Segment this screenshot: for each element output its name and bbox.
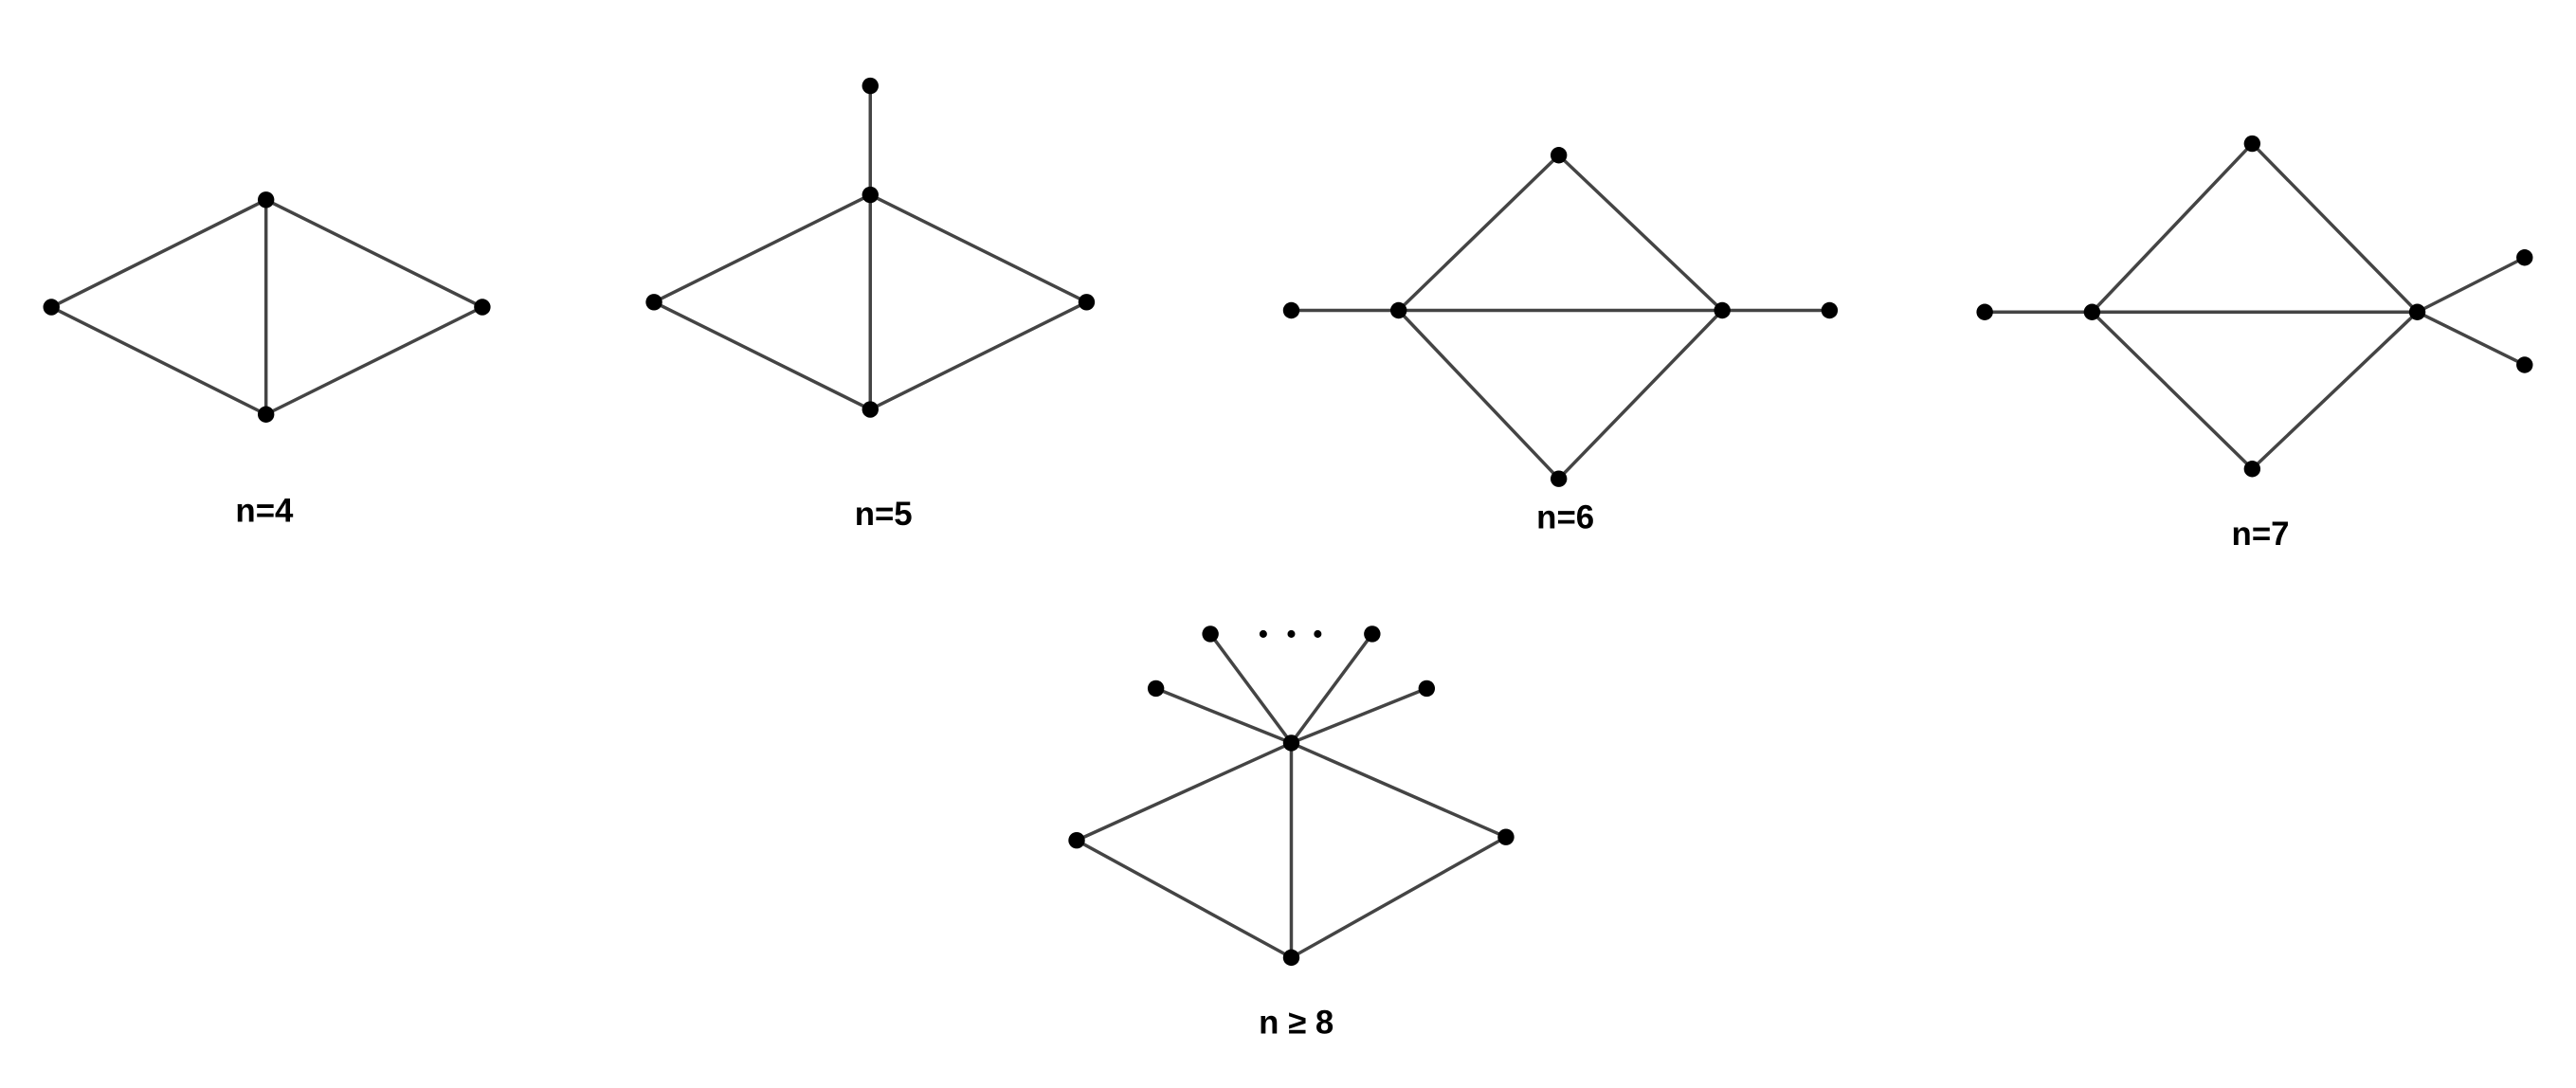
vertex-n8-plus — [1068, 831, 1085, 849]
vertex-n7 — [2243, 135, 2261, 153]
ellipsis-dot — [1314, 629, 1322, 638]
vertex-n8-plus — [1147, 680, 1165, 698]
label-n7: n=7 — [2232, 516, 2290, 553]
edge-n8-plus — [1290, 632, 1374, 744]
edges-layer — [50, 85, 2526, 959]
edge-n4 — [264, 305, 483, 416]
vertex-n6 — [1714, 301, 1731, 319]
edge-n4 — [264, 198, 483, 309]
edge-n8-plus — [1290, 835, 1507, 959]
edge-n8-plus — [1154, 686, 1293, 745]
label-n6: n=6 — [1536, 499, 1594, 535]
vertex-n4 — [474, 299, 491, 316]
edge-n4 — [50, 198, 267, 309]
ellipsis-dot — [1259, 629, 1267, 638]
vertex-n4 — [257, 191, 275, 209]
vertex-n6 — [1550, 470, 1568, 487]
label-n4: n=4 — [235, 492, 294, 529]
vertex-n7 — [2516, 356, 2533, 373]
edge-n7 — [2416, 310, 2526, 367]
vertex-n6 — [1821, 301, 1839, 319]
vertex-n6 — [1390, 301, 1407, 319]
edge-n8-plus — [1290, 686, 1427, 745]
vertex-n7 — [2408, 303, 2426, 320]
edge-n8-plus — [1208, 632, 1293, 744]
vertex-n8-plus — [1418, 680, 1436, 698]
edge-n5 — [869, 192, 1088, 304]
nodes-layer — [43, 77, 2533, 967]
vertex-n8-plus — [1202, 626, 1219, 643]
vertex-n7 — [2516, 249, 2533, 266]
vertex-n5 — [862, 77, 879, 95]
edge-n7 — [2091, 310, 2254, 470]
vertex-n4 — [257, 406, 275, 423]
vertex-n8-plus — [1282, 734, 1300, 752]
vertex-n5 — [862, 186, 879, 204]
vertex-n8-plus — [1282, 949, 1300, 967]
edge-n7 — [2251, 310, 2419, 471]
edge-n6 — [1397, 309, 1560, 481]
vertex-n6 — [1282, 301, 1300, 319]
edge-n7 — [2091, 142, 2254, 314]
edge-n5 — [653, 300, 872, 411]
edge-n6 — [1397, 154, 1560, 312]
vertex-n4 — [43, 299, 60, 316]
vertex-n5 — [1078, 294, 1096, 311]
edge-n8-plus — [1290, 741, 1507, 839]
edge-n5 — [653, 192, 872, 304]
vertex-n7 — [2243, 461, 2261, 478]
edge-n6 — [1557, 309, 1724, 481]
vertex-n5 — [645, 294, 662, 311]
label-n8-plus: n ≥ 8 — [1259, 1005, 1333, 1042]
edge-n8-plus — [1076, 741, 1293, 843]
ellipsis-dot — [1287, 629, 1296, 638]
label-n5: n=5 — [855, 496, 913, 533]
vertex-n8-plus — [1497, 828, 1515, 845]
vertex-n6 — [1550, 147, 1568, 164]
edge-n8-plus — [1076, 839, 1293, 959]
edge-n7 — [2251, 142, 2419, 314]
edge-n6 — [1557, 154, 1724, 312]
vertex-n5 — [862, 401, 879, 418]
vertex-n8-plus — [1364, 626, 1381, 643]
vertex-n7 — [2083, 303, 2101, 320]
edge-n5 — [869, 300, 1088, 411]
vertex-n7 — [1976, 303, 1993, 320]
edge-n4 — [50, 305, 267, 416]
edge-n7 — [2416, 256, 2526, 314]
